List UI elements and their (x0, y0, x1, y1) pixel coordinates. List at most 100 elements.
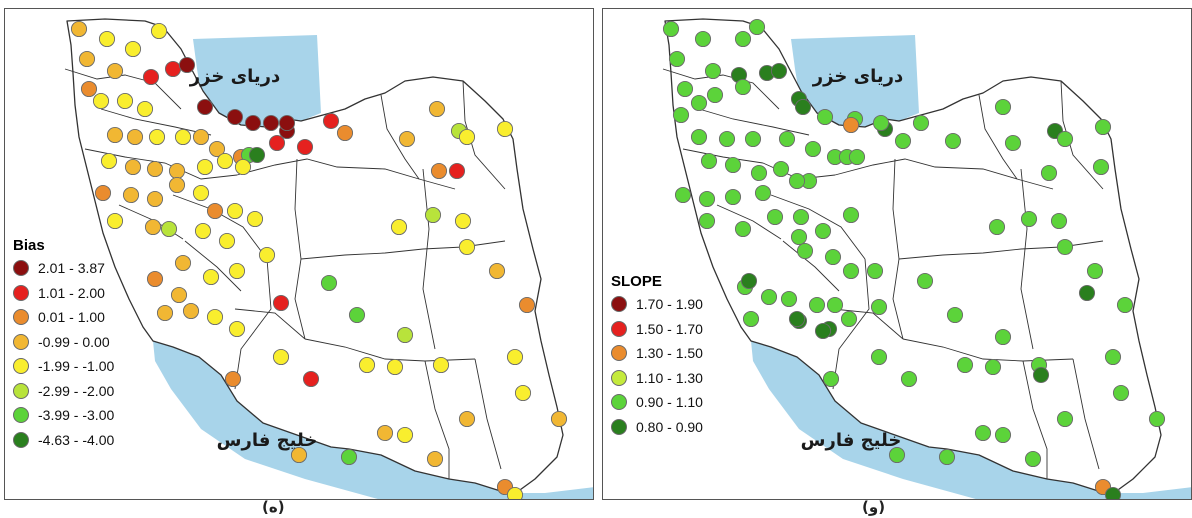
station-marker (790, 228, 808, 246)
station-marker (156, 304, 174, 322)
station-marker (956, 356, 974, 374)
station-marker (792, 208, 810, 226)
legend-item: 0.01 - 1.00 (13, 305, 114, 330)
station-marker (840, 310, 858, 328)
station-marker (700, 152, 718, 170)
legend-item: 0.90 - 1.10 (611, 390, 703, 415)
station-marker (94, 184, 112, 202)
caspian-sea-label: دریای خزر (189, 66, 280, 87)
station-marker (760, 288, 778, 306)
station-marker (796, 242, 814, 260)
station-marker (150, 22, 168, 40)
station-marker (206, 308, 224, 326)
station-marker (814, 222, 832, 240)
legend-label: -2.99 - -2.00 (38, 382, 115, 399)
station-marker (340, 448, 358, 466)
station-marker (814, 322, 832, 340)
station-marker (234, 158, 252, 176)
legend-swatch (611, 320, 627, 337)
station-marker (724, 188, 742, 206)
station-marker (164, 60, 182, 78)
province-boundary (234, 258, 272, 390)
station-marker (724, 156, 742, 174)
station-marker (518, 296, 536, 314)
province-boundary (1072, 358, 1100, 470)
station-marker (170, 286, 188, 304)
station-marker (358, 356, 376, 374)
station-marker (788, 310, 806, 328)
province-boundary (64, 68, 182, 110)
station-marker (146, 160, 164, 178)
station-marker (142, 68, 160, 86)
station-marker (144, 218, 162, 236)
province-boundaries (662, 68, 1104, 479)
station-marker (106, 126, 124, 144)
station-marker (146, 270, 164, 288)
station-marker (794, 98, 812, 116)
station-marker (80, 80, 98, 98)
station-marker (676, 80, 694, 98)
legend-swatch (13, 431, 29, 448)
station-marker (196, 98, 214, 116)
station-marker (706, 86, 724, 104)
station-marker (376, 424, 394, 442)
legend-swatch (13, 309, 29, 326)
legend-item: 1.50 - 1.70 (611, 317, 703, 342)
station-marker (748, 18, 766, 36)
station-marker (1112, 384, 1130, 402)
station-marker (1056, 238, 1074, 256)
station-marker (272, 294, 290, 312)
bias-panel-label: (ه) (262, 498, 285, 516)
province-boundary (380, 94, 420, 180)
station-marker (100, 152, 118, 170)
legend-swatch (13, 382, 29, 399)
station-marker (196, 158, 214, 176)
station-marker (168, 176, 186, 194)
station-marker (550, 410, 568, 428)
legend-label: 2.01 - 3.87 (38, 260, 105, 277)
station-marker (690, 94, 708, 112)
station-marker (816, 108, 834, 126)
station-marker (70, 20, 88, 38)
station-marker (822, 370, 840, 388)
station-marker (248, 146, 266, 164)
station-marker (778, 130, 796, 148)
station-marker (428, 100, 446, 118)
province-boundary (782, 240, 840, 292)
bias-map: دریای خزر خلیج فارس (64, 18, 593, 499)
station-marker (842, 206, 860, 224)
province-boundary (770, 194, 866, 260)
caspian-sea (791, 35, 919, 127)
station-marker (740, 272, 758, 290)
station-marker (228, 320, 246, 338)
province-boundary (832, 308, 904, 340)
station-marker (194, 222, 212, 240)
station-marker (698, 212, 716, 230)
station-marker (662, 20, 680, 38)
caspian-sea-label: دریای خزر (812, 66, 903, 87)
station-marker (988, 218, 1006, 236)
legend-title: Bias (13, 237, 45, 254)
station-marker (842, 262, 860, 280)
station-marker (146, 190, 164, 208)
province-boundary (1020, 168, 1034, 350)
legend-label: -4.63 - -4.00 (38, 431, 115, 448)
station-marker (514, 384, 532, 402)
station-marker (426, 450, 444, 468)
station-marker (106, 62, 124, 80)
station-marker (916, 272, 934, 290)
station-marker (116, 92, 134, 110)
water-labels: دریای خزر خلیج فارس (801, 66, 904, 451)
station-marker (994, 328, 1012, 346)
station-marker (296, 138, 314, 156)
station-marker (734, 78, 752, 96)
province-boundary (100, 108, 212, 136)
station-marker (226, 108, 244, 126)
station-marker (192, 128, 210, 146)
station-marker (900, 370, 918, 388)
station-marker (944, 132, 962, 150)
station-marker (92, 92, 110, 110)
station-marker (788, 172, 806, 190)
legend-swatch (13, 407, 29, 424)
